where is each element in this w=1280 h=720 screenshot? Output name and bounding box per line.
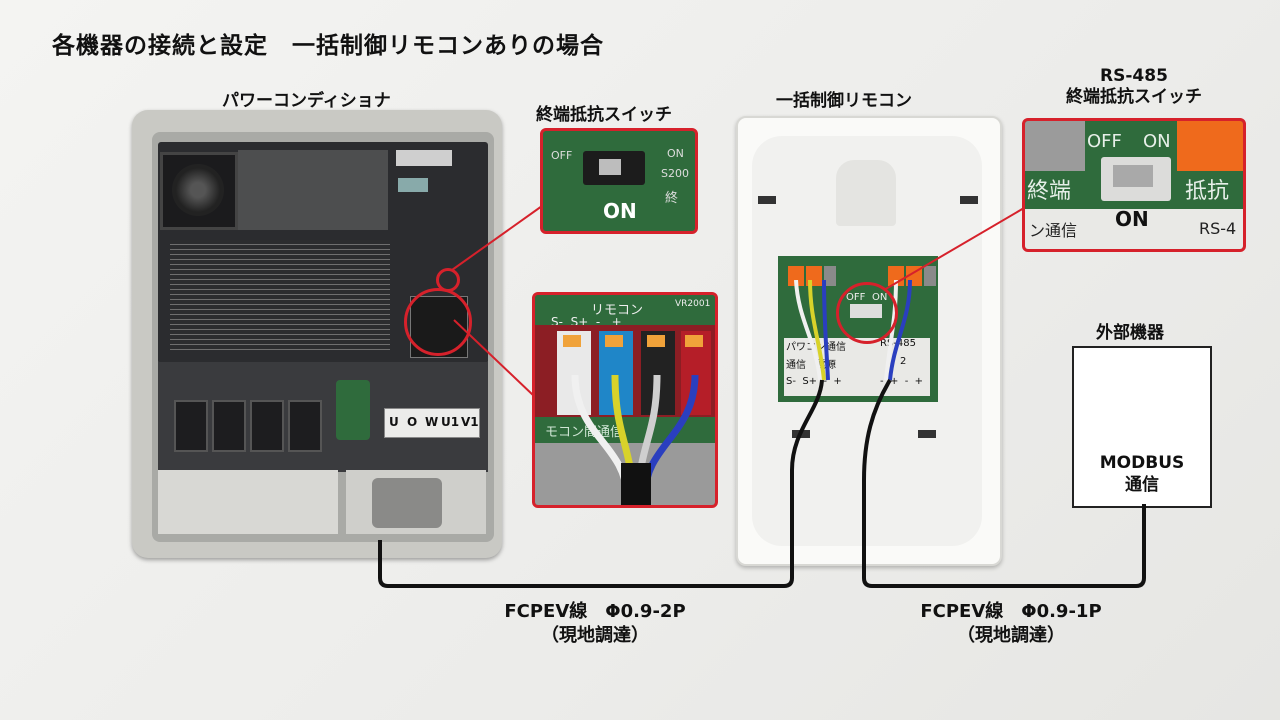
- external-line2: 通信: [1125, 475, 1159, 495]
- zoom3-left-text: 終端: [1027, 179, 1072, 204]
- external-device-box: [1072, 346, 1212, 508]
- switch-board-text: S200: [661, 167, 689, 180]
- leader-line-switch-inverter: [451, 205, 543, 271]
- breaker-1: [174, 400, 208, 452]
- warning-text-area: [170, 240, 390, 350]
- zoom3-gray-terminal: [1025, 121, 1085, 171]
- remote-hook: [836, 160, 896, 226]
- wire-zoom-model: VR2001: [675, 299, 711, 309]
- fan-icon: [172, 164, 224, 216]
- external-line1: MODBUS: [1099, 453, 1185, 473]
- switch-zoom-inverter: OFF ON S200 終 ON: [540, 128, 698, 234]
- remote-col1: パワコン通信: [786, 342, 846, 353]
- remote-wire-yellow: [808, 280, 826, 381]
- ac-terminal-u1: U1: [441, 415, 460, 429]
- cable-sheath: [621, 463, 651, 505]
- lever-1: [563, 335, 581, 347]
- switch-zoom-remote: OFF ON 終端 抵抗 ン通信 ON RS-4: [1022, 118, 1246, 252]
- switch-zoom-remote-label: RS-485 終端抵抗スイッチ: [1036, 66, 1232, 108]
- cable-inverter-to-remote: [378, 379, 824, 588]
- inverter-bottom-cover: [158, 470, 338, 534]
- cable2-line2: （現地調達）: [957, 625, 1065, 646]
- wire-bundle: [571, 374, 699, 505]
- remote-wire-navy-2: [888, 280, 912, 381]
- lever-4: [685, 335, 703, 347]
- switch-zoom-remote-label-2: 終端抵抗スイッチ: [1066, 87, 1202, 107]
- page-title: 各機器の接続と設定 一括制御リモコンありの場合: [52, 33, 604, 59]
- remote-term-orange-1: [788, 266, 804, 286]
- zoom3-state-on: ON: [1115, 207, 1149, 231]
- zoom3-bottom-left: ン通信: [1029, 221, 1078, 240]
- inverter-terminal-highlight: [404, 288, 472, 356]
- inverter-switch-highlight: [436, 268, 460, 292]
- switch-on-text: ON: [667, 147, 684, 160]
- wire-zoom-header-bg: [535, 295, 715, 321]
- wire-zoom-bottom-text: モコン間通信: [545, 425, 624, 440]
- breaker-4: [288, 400, 322, 452]
- display-module: [396, 150, 452, 166]
- switch-zoom-remote-label-1: RS-485: [1100, 66, 1168, 86]
- zoom3-off-text: OFF: [1087, 131, 1122, 152]
- remote-switch-highlight: [836, 282, 898, 344]
- ac-terminal-u: U: [389, 415, 402, 429]
- ac-terminal-block: U O W U1 V1: [384, 408, 480, 438]
- zoom3-switch-slider: [1113, 165, 1153, 187]
- cable1-line1: FCPEV線 Φ0.9-2P: [504, 601, 686, 622]
- remote-slot-4: [918, 430, 936, 438]
- lever-2: [605, 335, 623, 347]
- ac-terminal-o: O: [407, 415, 418, 429]
- terminal-strip-top: [398, 178, 428, 192]
- spec-label-area: [238, 150, 388, 230]
- switch-side-text: 終: [665, 191, 679, 206]
- ac-terminal-w: W: [425, 415, 439, 429]
- remote-col2-terms: - + - +: [880, 376, 924, 387]
- cable2-line1: FCPEV線 Φ0.9-1P: [920, 601, 1102, 622]
- switch-zoom-inverter-label: 終端抵抗スイッチ: [536, 105, 672, 125]
- zoom3-bottom-right: RS-4: [1199, 219, 1237, 238]
- lever-3: [647, 335, 665, 347]
- cable2-label: FCPEV線 Φ0.9-1P （現地調達）: [888, 600, 1134, 648]
- remote-col1-terms: S- S+ - +: [786, 376, 842, 387]
- leader-line-wire-inverter: [453, 319, 535, 397]
- switch-slider: [599, 159, 621, 175]
- zoom3-right-text: 抵抗: [1185, 179, 1230, 204]
- external-label: 外部機器: [1096, 323, 1164, 343]
- zoom3-on-text: ON: [1143, 131, 1171, 152]
- inverter-label: パワーコンディショナ: [222, 91, 391, 111]
- cable-entry: [372, 478, 442, 528]
- wire-zoom-header: リモコン: [591, 303, 644, 318]
- remote-slot-1: [758, 196, 776, 204]
- switch-state-on: ON: [603, 199, 637, 223]
- remote-col2-num: 2: [900, 356, 907, 367]
- cable1-label: FCPEV線 Φ0.9-2P （現地調達）: [472, 600, 718, 648]
- remote-col1-sub: 通信 電源: [786, 360, 836, 371]
- breaker-2: [212, 400, 246, 452]
- remote-label: 一括制御リモコン: [776, 91, 912, 111]
- leader-line-switch-remote: [883, 207, 1025, 291]
- zoom3-orange-terminal: [1177, 121, 1243, 171]
- green-component: [336, 380, 370, 440]
- remote-wire-white: [794, 280, 822, 381]
- cable1-line2: （現地調達）: [541, 625, 649, 646]
- zoom3-label-strip: [1025, 209, 1243, 249]
- remote-term-gray-1: [824, 266, 836, 286]
- remote-wire-navy: [822, 280, 830, 381]
- ac-terminal-v1: V1: [461, 415, 479, 429]
- cable-remote-to-external: [862, 378, 1146, 588]
- remote-slot-2: [960, 196, 978, 204]
- breaker-3: [250, 400, 284, 452]
- switch-off-text: OFF: [551, 149, 573, 162]
- wire-zoom-inverter: リモコン VR2001 S- S+ - + モコン間通信: [532, 292, 718, 508]
- external-device-text: MODBUS 通信: [1072, 452, 1212, 496]
- remote-term-gray-2: [924, 266, 936, 286]
